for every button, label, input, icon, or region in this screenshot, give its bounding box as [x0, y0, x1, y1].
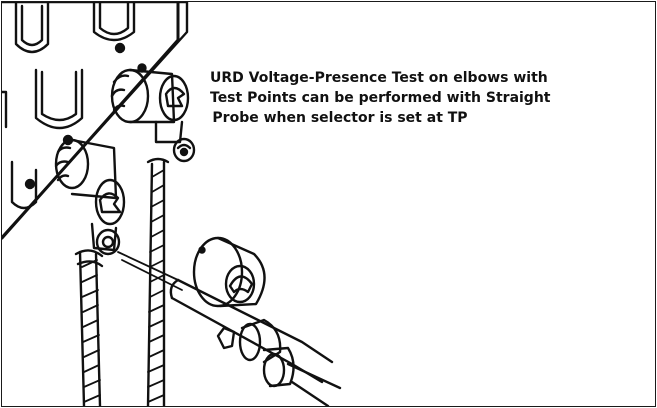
caption-line-1: URD Voltage-Presence Test on elbows with [210, 70, 548, 86]
elbow-connector-upper [110, 68, 196, 406]
caption-line-2: Test Points can be performed with Straig… [210, 90, 551, 106]
voltage-tester [169, 236, 342, 406]
caption-text: URD Voltage-Presence Test on elbows with… [210, 68, 551, 128]
caption-line-3: Probe when selector is set at TP [212, 110, 468, 126]
elbow-connector-lower [54, 138, 126, 406]
